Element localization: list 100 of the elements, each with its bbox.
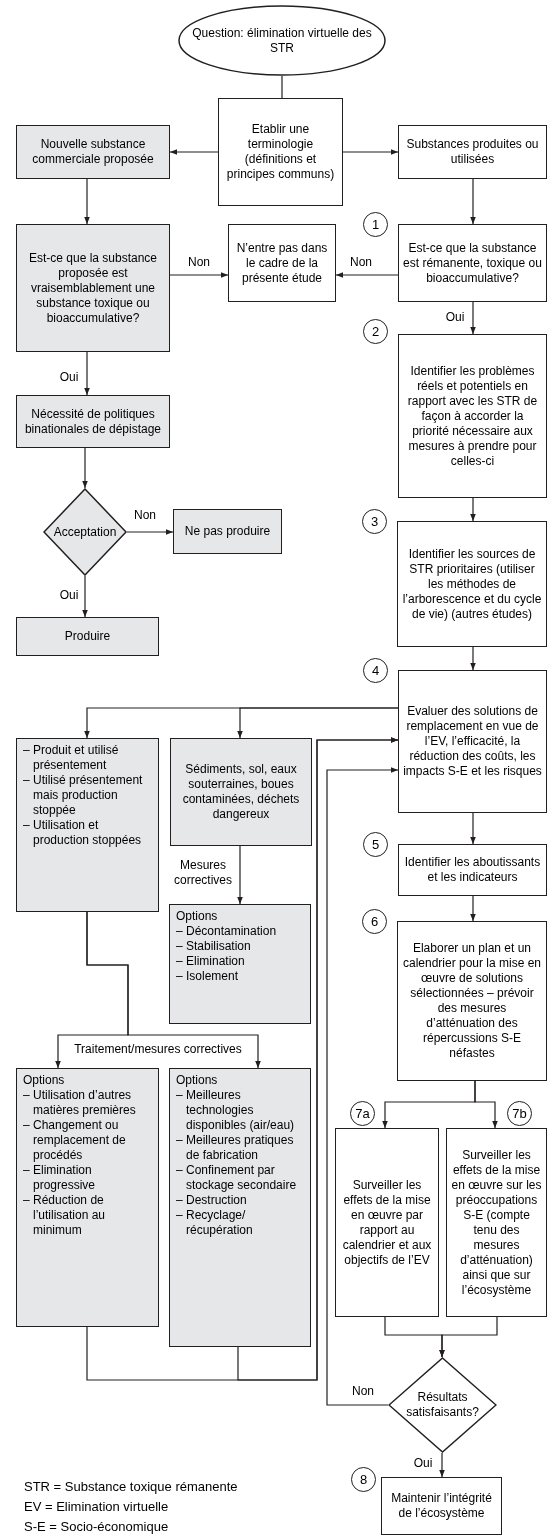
box-text: Nouvelle substance commerciale proposée: [31, 137, 155, 167]
abbreviation-note: EV = Elimination virtuelle: [24, 1498, 169, 1515]
box-text: Est-ce que la substance est rémanente, toxique ou bioaccumulative?: [403, 240, 542, 286]
box-text: Maintenir l’intégrité de l’écosystème: [390, 1491, 493, 1521]
step-number: 2: [363, 319, 388, 344]
box-text: Etablir une terminologie (définitions et principes communs): [225, 122, 336, 182]
process-box: [446, 1128, 547, 1317]
box-text: Identifier les sources de STR prioritaires (utiliser les méthodes de l’arborescence et du cycle de vie) (autres études): [402, 546, 542, 622]
process-box: [397, 521, 547, 647]
arrow: [126, 529, 174, 535]
arrow: [439, 1452, 445, 1478]
list-item: – Réduction de l’utilisation au minimum: [23, 1193, 107, 1238]
step-number: 7a: [350, 1101, 375, 1126]
process-box: [169, 904, 311, 1024]
box-text: N’entre pas dans le cadre de la présente étude: [235, 240, 329, 286]
process-box: [16, 395, 170, 448]
box-text: Est-ce que la substance proposée est vraisemblablement une substance toxique ou bioaccumulative?: [27, 250, 159, 326]
arrow: [474, 1080, 498, 1129]
process-box: [335, 1128, 439, 1317]
arrow: [86, 911, 261, 1069]
process-box: [173, 509, 282, 554]
list-item: – Confinement par stockage secondaire: [176, 1163, 298, 1193]
step-number: 7b: [507, 1101, 532, 1126]
box-text: Surveiller les effets de la mise en œuvre sur les préoccupations S-E (compte tenu des mesures d’atténuation) ainsi que sur l’écosystème: [451, 1147, 542, 1298]
arrow: [470, 812, 476, 845]
list-item: – Meilleures technologies disponibles (air/eau): [176, 1088, 296, 1133]
decision-diamond: [388, 1357, 497, 1453]
arrow: [342, 149, 399, 155]
arrow: [169, 149, 219, 155]
arrow: [470, 178, 476, 225]
list-item: – Utilisation d’autres matières premières: [23, 1088, 137, 1118]
arrow: [470, 497, 476, 522]
list-item: – Utilisé présentement mais production stoppée: [23, 773, 144, 818]
arrow: [84, 351, 90, 396]
list-item: – Utilisation et production stoppées: [23, 818, 143, 848]
arrow: [84, 178, 90, 225]
arrow: [470, 301, 476, 335]
box-text: Substances produites ou utilisées: [405, 137, 540, 167]
step-number: 8: [351, 1467, 376, 1492]
process-box: [16, 1068, 159, 1327]
process-box: [398, 670, 547, 813]
arrow: [439, 1316, 498, 1358]
arrow: [169, 272, 229, 278]
arrow: [335, 272, 399, 278]
process-box: [170, 738, 312, 846]
list-item: – Isolement: [176, 969, 240, 984]
list-item: Options: [23, 1073, 66, 1088]
start-ellipse: [178, 5, 386, 76]
arrow: [82, 447, 88, 489]
box-text: Produire: [64, 629, 111, 644]
list-item: – Recyclage/ récupération: [176, 1208, 254, 1238]
list-item: – Meilleures pratiques de fabrication: [176, 1133, 295, 1163]
box-text: Evaluer des solutions de remplacement en vue de l’EV, l’efficacité, la réduction des coûts, les impacts S-E et les risques: [403, 704, 542, 779]
process-box: [398, 125, 547, 179]
abbreviation-note: S-E = Socio-économique: [24, 1518, 169, 1535]
process-box: [16, 125, 170, 179]
process-box: [169, 1068, 311, 1347]
arrow: [237, 707, 399, 739]
step-number: 1: [363, 212, 388, 237]
box-text: Sédiments, sol, eaux souterraines, boues contaminées, déchets dangereux: [181, 762, 301, 822]
arrow: [326, 767, 399, 1406]
list-item: – Stabilisation: [176, 939, 252, 954]
process-box: [228, 224, 336, 302]
process-box: [16, 617, 159, 656]
list-item: Options: [176, 1073, 219, 1088]
process-box: [16, 224, 170, 352]
process-box: [398, 334, 547, 498]
connector-line: [281, 75, 283, 99]
process-box: [398, 224, 547, 302]
list-item: – Décontamination: [176, 924, 278, 939]
process-box: [16, 738, 159, 912]
process-box: [397, 921, 547, 1081]
box-text: Question: élimination virtuelle des STR: [191, 25, 373, 56]
box-text: Surveiller les effets de la mise en œuvre par rapport au calendrier et aux objectifs de l’EV: [341, 1177, 433, 1268]
step-number: 5: [363, 832, 388, 857]
process-box: [398, 844, 547, 896]
box-text: Ne pas produire: [184, 524, 271, 539]
process-box: [381, 1477, 502, 1535]
list-item: – Elimination progressive: [23, 1163, 97, 1193]
arrow: [470, 895, 476, 922]
arrow: [470, 646, 476, 671]
list-item: Options: [176, 909, 219, 924]
list-item: – Elimination: [176, 954, 246, 969]
decision-diamond: [43, 488, 127, 576]
box-text: Résultats satisfaisants?: [405, 1390, 480, 1420]
box-text: Identifier les aboutissants et les indicateurs: [403, 855, 542, 885]
arrow: [237, 845, 243, 905]
list-item: – Changement ou remplacement de procédés: [23, 1118, 127, 1163]
step-number: 3: [362, 509, 387, 534]
list-item: – Produit et utilisé présentement: [23, 743, 120, 773]
process-box: [218, 98, 343, 206]
step-number: 6: [362, 909, 387, 934]
abbreviation-note: STR = Substance toxique rémanente: [24, 1478, 238, 1495]
step-number: 4: [363, 658, 388, 683]
arrow: [237, 737, 399, 1381]
box-text: Acceptation: [53, 524, 117, 540]
box-text: Nécessité de politiques binationales de dépistage: [23, 406, 163, 437]
list-item: – Destruction: [176, 1193, 248, 1208]
box-text: Identifier les problèmes réels et potentiels en rapport avec les STR de façon à accorder la priorité nécessaire aux mesures à prendre pour celles-ci: [406, 363, 539, 469]
arrow: [82, 575, 88, 618]
